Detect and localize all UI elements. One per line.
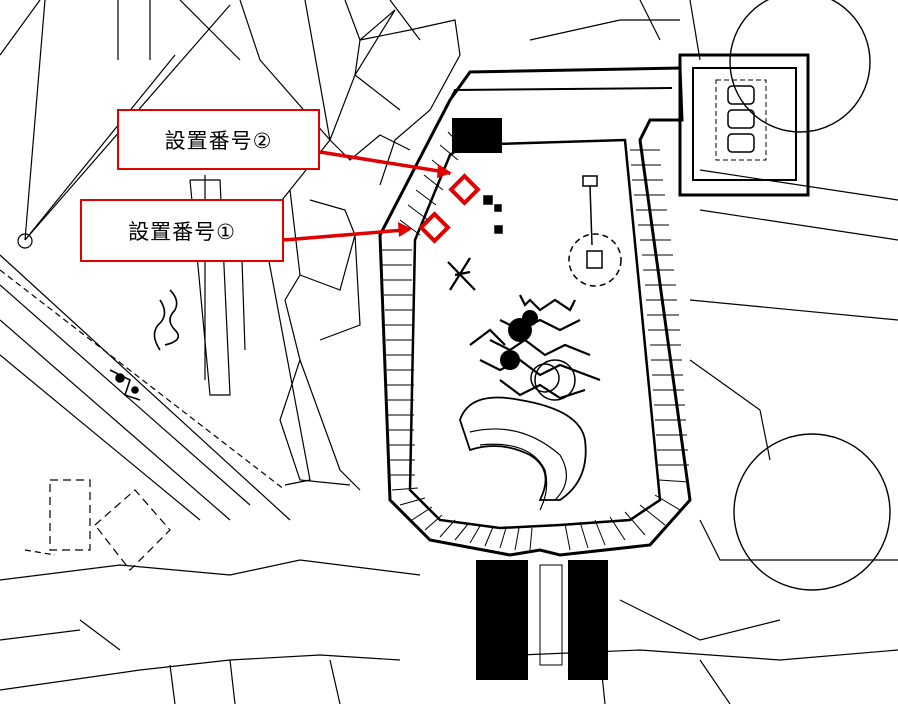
callout-marker-1-label: 設置番号① bbox=[128, 219, 236, 244]
main-enclosure bbox=[378, 66, 692, 557]
building-top-right bbox=[529, 19, 810, 197]
callout-marker-2: 設置番号② bbox=[117, 109, 320, 170]
left-vegetation bbox=[109, 289, 180, 401]
marker-1-diamond bbox=[418, 211, 451, 244]
interior-features bbox=[447, 175, 622, 511]
installation-markers bbox=[418, 173, 481, 244]
callout-marker-1: 設置番号① bbox=[80, 199, 284, 262]
bottom-columns bbox=[476, 560, 608, 680]
callout-marker-2-label: 設置番号② bbox=[164, 128, 273, 153]
callout-arrows bbox=[283, 150, 452, 242]
marker-2-diamond bbox=[448, 173, 481, 206]
circle-features bbox=[729, 0, 891, 591]
